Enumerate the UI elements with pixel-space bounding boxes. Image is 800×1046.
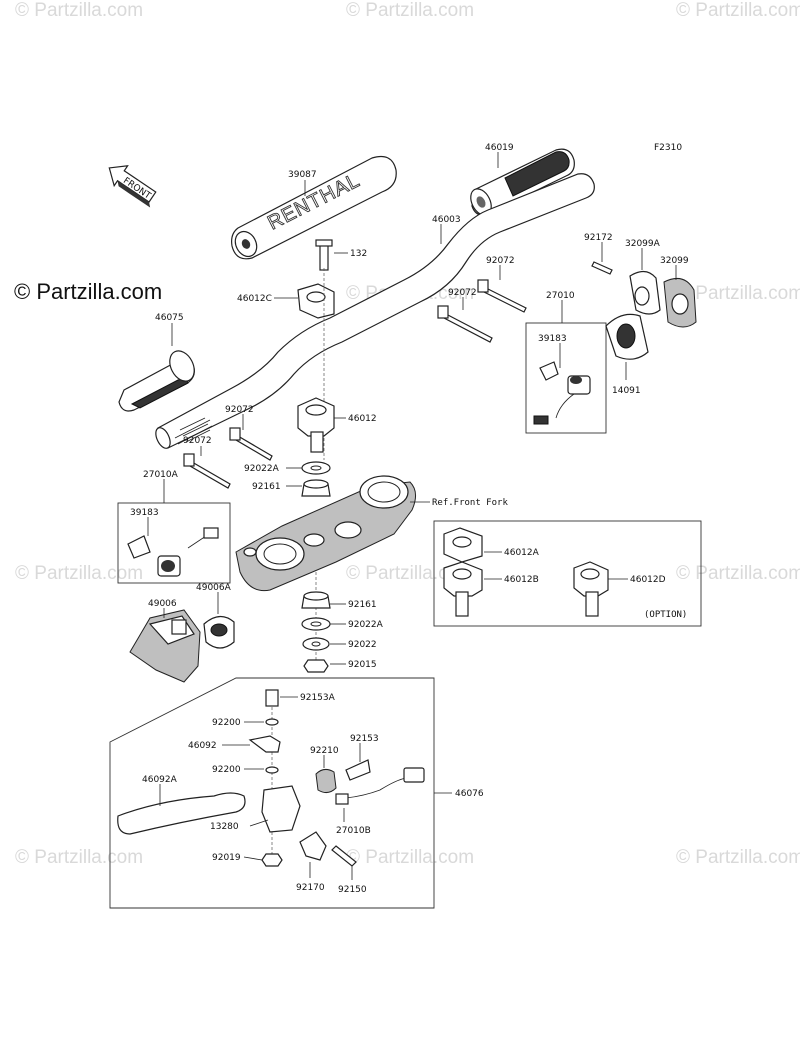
partzilla-logo: © Partzilla.com xyxy=(14,279,162,304)
watermark: © Partzilla.com xyxy=(346,847,474,868)
watermark: © Partzilla.com xyxy=(676,847,800,868)
part-label: 92022A xyxy=(348,620,384,630)
part-label: 46012A xyxy=(504,548,540,558)
lower-washer-stack xyxy=(301,591,331,673)
switch-kit-box xyxy=(525,322,607,434)
upper-washer-stack xyxy=(301,461,331,497)
part-label: 92200 xyxy=(212,718,241,728)
part-label: 92210 xyxy=(310,746,339,756)
lever-guard-adapter xyxy=(203,615,235,649)
watermark: © Partzilla.com xyxy=(346,0,474,21)
part-label: 49006 xyxy=(148,599,177,609)
part-label: 32099 xyxy=(660,256,689,266)
part-label: 46019 xyxy=(485,143,514,153)
zip-ties xyxy=(183,279,527,489)
part-label: 92072 xyxy=(448,288,477,298)
watermark: © Partzilla.com xyxy=(676,563,800,584)
throttle-housing xyxy=(591,261,697,360)
part-label: 92200 xyxy=(212,765,241,775)
watermark: © Partzilla.com xyxy=(15,563,143,584)
leader-lines xyxy=(147,152,677,880)
upper-clamp xyxy=(297,239,335,319)
switch-assembly-a xyxy=(127,527,219,577)
part-label: 92170 xyxy=(296,883,325,893)
part-label: 132 xyxy=(350,249,367,259)
part-label: 39087 xyxy=(288,170,317,180)
part-label: 92015 xyxy=(348,660,377,670)
part-label: 92022 xyxy=(348,640,377,650)
part-label: 46076 xyxy=(455,789,484,799)
part-label: 46012D xyxy=(630,575,666,585)
switch-kit-a-box xyxy=(117,502,231,584)
switch-assembly xyxy=(533,361,591,425)
part-label: 92019 xyxy=(212,853,241,863)
part-label: 92161 xyxy=(348,600,377,610)
part-label: 13280 xyxy=(210,822,239,832)
part-label: 27010B xyxy=(336,826,371,836)
option-clamps xyxy=(443,527,609,617)
part-label: 92150 xyxy=(338,885,367,895)
part-label: 49006A xyxy=(196,583,232,593)
handlebar xyxy=(155,173,595,449)
watermark: © Partzilla.com xyxy=(676,0,800,21)
part-label: 46092 xyxy=(188,741,217,751)
part-label: 27010A xyxy=(143,470,179,480)
part-label: 92072 xyxy=(183,436,212,446)
part-label: 32099A xyxy=(625,239,661,249)
lower-clamp xyxy=(297,397,335,453)
lever-guard xyxy=(129,609,201,683)
part-label: 39183 xyxy=(538,334,567,344)
part-label: 46012B xyxy=(504,575,539,585)
part-labels: 39087 46019 46003 132 46012C 46075 92072… xyxy=(130,143,689,895)
part-label: 46092A xyxy=(142,775,178,785)
watermark: © Partzilla.com xyxy=(15,847,143,868)
front-arrow-icon: FRONT xyxy=(108,165,157,208)
part-label: 46012C xyxy=(237,294,272,304)
part-label: 92072 xyxy=(486,256,515,266)
part-label: 46012 xyxy=(348,414,377,424)
part-label: 92172 xyxy=(584,233,613,243)
part-label: 14091 xyxy=(612,386,641,396)
watermark: © Partzilla.com xyxy=(15,0,143,21)
part-label: 92161 xyxy=(252,482,281,492)
part-label: 46075 xyxy=(155,313,184,323)
ref-front-fork-label: Ref.Front Fork xyxy=(432,498,508,508)
watermark: © Partzilla.com xyxy=(676,283,800,304)
part-label: 39183 xyxy=(130,508,159,518)
left-grip xyxy=(118,350,195,412)
part-label: 46003 xyxy=(432,215,461,225)
part-label: 92153A xyxy=(300,693,336,703)
part-label: 27010 xyxy=(546,291,575,301)
watermarks: © Partzilla.com © Partzilla.com © Partzi… xyxy=(15,0,800,868)
part-label: 92022A xyxy=(244,464,280,474)
part-label: 92072 xyxy=(225,405,254,415)
option-label: (OPTION) xyxy=(644,610,687,620)
option-box xyxy=(433,520,702,627)
watermark: © Partzilla.com xyxy=(346,563,474,584)
lever-assembly xyxy=(117,689,425,867)
triple-clamp xyxy=(235,475,416,592)
diagram-code: F2310 xyxy=(654,143,682,153)
part-label: 92153 xyxy=(350,734,379,744)
